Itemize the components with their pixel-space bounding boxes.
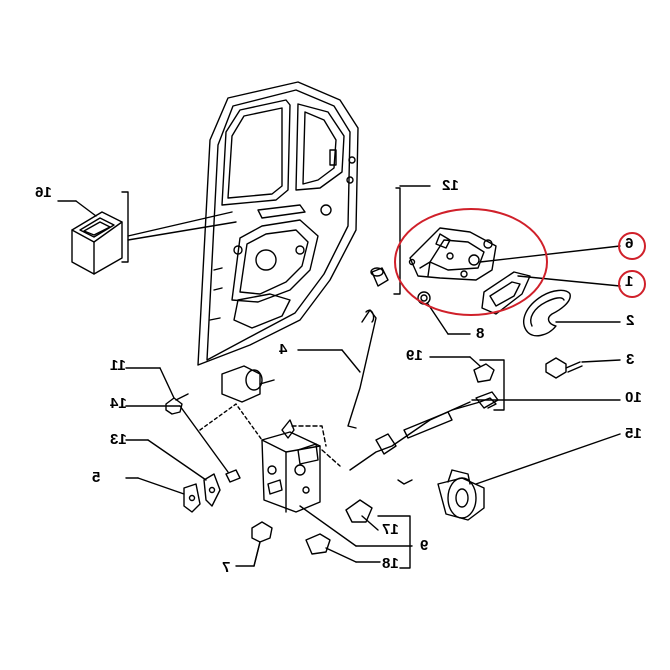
part-11-bolt [165,393,189,415]
highlight-ring-bracket [394,208,548,316]
callout-8: 8 [476,325,485,342]
callout-14: 14 [110,395,127,412]
part-4-rod [347,309,377,429]
part-19-clip [473,363,495,383]
part-3-screw [545,357,583,379]
callout-16: 16 [35,184,52,201]
part-5-bracket [183,483,201,513]
callout-13: 13 [110,431,127,448]
part-10-cable [349,391,499,471]
part-15-knob [437,469,485,521]
callout-12: 12 [442,177,459,194]
callout-6: 6 [625,235,634,252]
callout-18: 18 [382,555,399,572]
lock-cylinder [221,365,275,403]
highlight-ring-6 [618,232,646,260]
callout-5: 5 [92,469,101,486]
callout-2: 2 [626,312,635,329]
callout-1: 1 [625,273,634,290]
part-12-bolt [370,267,389,287]
callout-7: 7 [222,559,231,576]
door-frame [197,81,359,366]
part-18-grommet [305,533,331,555]
part-2-seal [523,289,571,337]
callout-9: 9 [420,537,429,554]
callout-19: 19 [406,347,423,364]
part-17-clip [345,499,373,523]
part-13-plate [203,473,221,507]
callout-3: 3 [626,351,635,368]
callout-17: 17 [382,521,399,538]
part-14-pin [225,469,241,483]
part-16-bezel [71,211,123,275]
highlight-ring-1 [618,270,646,298]
callout-11: 11 [110,357,126,374]
door-lock-mechanism [261,419,321,513]
callout-4: 4 [279,341,288,358]
callout-10: 10 [625,389,642,406]
callout-15: 15 [625,425,642,442]
